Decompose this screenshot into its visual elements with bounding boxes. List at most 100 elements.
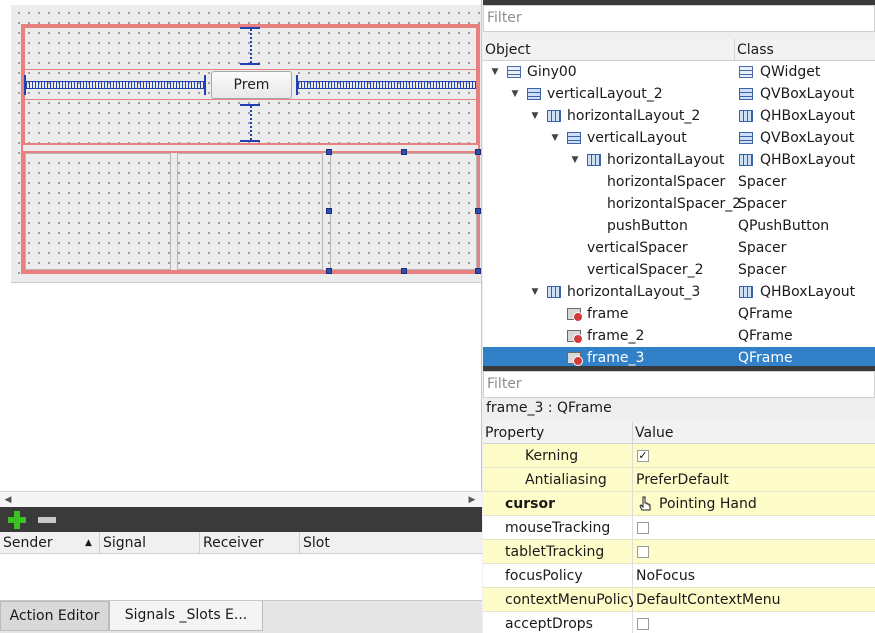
frame-3[interactable]: [330, 153, 477, 270]
object-name: pushButton: [607, 218, 688, 234]
property-value-cell[interactable]: PreferDefault: [633, 468, 875, 491]
property-row[interactable]: Antialiasing PreferDefault: [483, 468, 875, 492]
column-header-signal[interactable]: Signal: [100, 532, 200, 554]
expand-arrow-icon[interactable]: ▼: [511, 89, 519, 99]
property-row[interactable]: tabletTracking: [483, 540, 875, 564]
hbox-layout-icon: [547, 286, 561, 298]
property-object-label: frame_3 : QFrame: [483, 398, 875, 420]
resize-handle[interactable]: [475, 149, 481, 155]
column-header-sender[interactable]: Sender ▲: [0, 532, 100, 554]
property-filter-input[interactable]: Filter: [483, 371, 875, 398]
property-name: mouseTracking: [505, 520, 611, 536]
expand-arrow-icon[interactable]: ▼: [571, 155, 579, 165]
checkbox-unchecked[interactable]: [637, 546, 649, 558]
column-header-class[interactable]: Class: [737, 42, 774, 58]
column-header-value[interactable]: Value: [635, 425, 674, 441]
property-name: Antialiasing: [525, 472, 607, 488]
column-header-object[interactable]: Object: [483, 39, 735, 61]
add-connection-icon[interactable]: [7, 510, 27, 530]
spacer-cap: [204, 75, 206, 95]
dock-splitter[interactable]: [483, 366, 875, 371]
property-value-cell[interactable]: ✓: [633, 444, 875, 467]
signals-table-body[interactable]: [0, 554, 482, 600]
expand-arrow-icon[interactable]: ▼: [551, 133, 559, 143]
object-name: horizontalSpacer: [607, 174, 726, 190]
property-name-cell: contextMenuPolicy: [483, 588, 636, 611]
property-value-cell[interactable]: DefaultContextMenu: [633, 588, 875, 611]
class-name: QHBoxLayout: [760, 284, 856, 300]
class-name: QVBoxLayout: [760, 130, 855, 146]
vertical-spacer-2[interactable]: [240, 104, 262, 142]
class-name: QVBoxLayout: [760, 86, 855, 102]
resize-handle[interactable]: [401, 149, 407, 155]
vertical-spacer[interactable]: [240, 27, 262, 65]
widget-icon: [507, 66, 521, 78]
expand-arrow-icon[interactable]: ▼: [531, 111, 539, 121]
property-value-cell[interactable]: NoFocus: [633, 564, 875, 587]
checkbox-unchecked[interactable]: [637, 618, 649, 630]
property-row[interactable]: Kerning ✓: [483, 444, 875, 468]
bottom-tab-bar: Action Editor Signals _Slots E...: [0, 600, 482, 633]
property-name-cell: Kerning: [483, 444, 633, 467]
scroll-left-icon[interactable]: ◀: [4, 495, 12, 505]
vbox-layout-icon: [739, 132, 753, 144]
expand-arrow-icon[interactable]: ▼: [491, 67, 499, 77]
resize-handle[interactable]: [475, 208, 481, 214]
object-filter-input[interactable]: Filter: [483, 5, 875, 32]
resize-handle[interactable]: [326, 149, 332, 155]
property-value-cell[interactable]: Pointing Hand: [633, 492, 875, 515]
frame-2[interactable]: [177, 153, 323, 270]
property-value-cell[interactable]: [633, 612, 875, 633]
object-name: frame_2: [587, 328, 645, 344]
horizontal-spacer[interactable]: [24, 75, 207, 95]
property-row[interactable]: acceptDrops: [483, 612, 875, 633]
checkbox-checked[interactable]: ✓: [637, 449, 649, 462]
spacer-line: [298, 81, 476, 89]
column-header-slot[interactable]: Slot: [303, 535, 330, 551]
horizontal-scrollbar[interactable]: ◀ ▶: [0, 491, 482, 507]
property-row[interactable]: mouseTracking: [483, 516, 875, 540]
resize-handle[interactable]: [326, 208, 332, 214]
tab-action-editor[interactable]: Action Editor: [0, 601, 109, 631]
column-header-receiver[interactable]: Receiver: [200, 532, 300, 554]
object-name: frame_3: [587, 350, 645, 366]
property-name: Kerning: [525, 448, 579, 464]
frame[interactable]: [25, 153, 171, 270]
checkbox-unchecked[interactable]: [637, 522, 649, 534]
layout-horizontal-layout[interactable]: [23, 69, 478, 100]
expand-arrow-icon[interactable]: ▼: [531, 287, 539, 297]
push-button-prem[interactable]: Prem: [211, 71, 292, 99]
scroll-right-icon[interactable]: ▶: [468, 495, 476, 505]
horizontal-spacer-2[interactable]: [296, 75, 477, 95]
resize-handle[interactable]: [475, 268, 481, 274]
resize-handle[interactable]: [326, 268, 332, 274]
vbox-layout-icon: [567, 132, 581, 144]
property-value-cell[interactable]: [633, 540, 875, 563]
column-header-property[interactable]: Property: [483, 422, 633, 444]
remove-connection-icon[interactable]: [37, 517, 57, 523]
tab-signals-slots-editor[interactable]: Signals _Slots E...: [109, 601, 263, 631]
property-name-cell: Antialiasing: [483, 468, 633, 491]
spacer-cap: [240, 104, 260, 106]
property-value-cell[interactable]: [633, 516, 875, 539]
resize-handle[interactable]: [401, 268, 407, 274]
